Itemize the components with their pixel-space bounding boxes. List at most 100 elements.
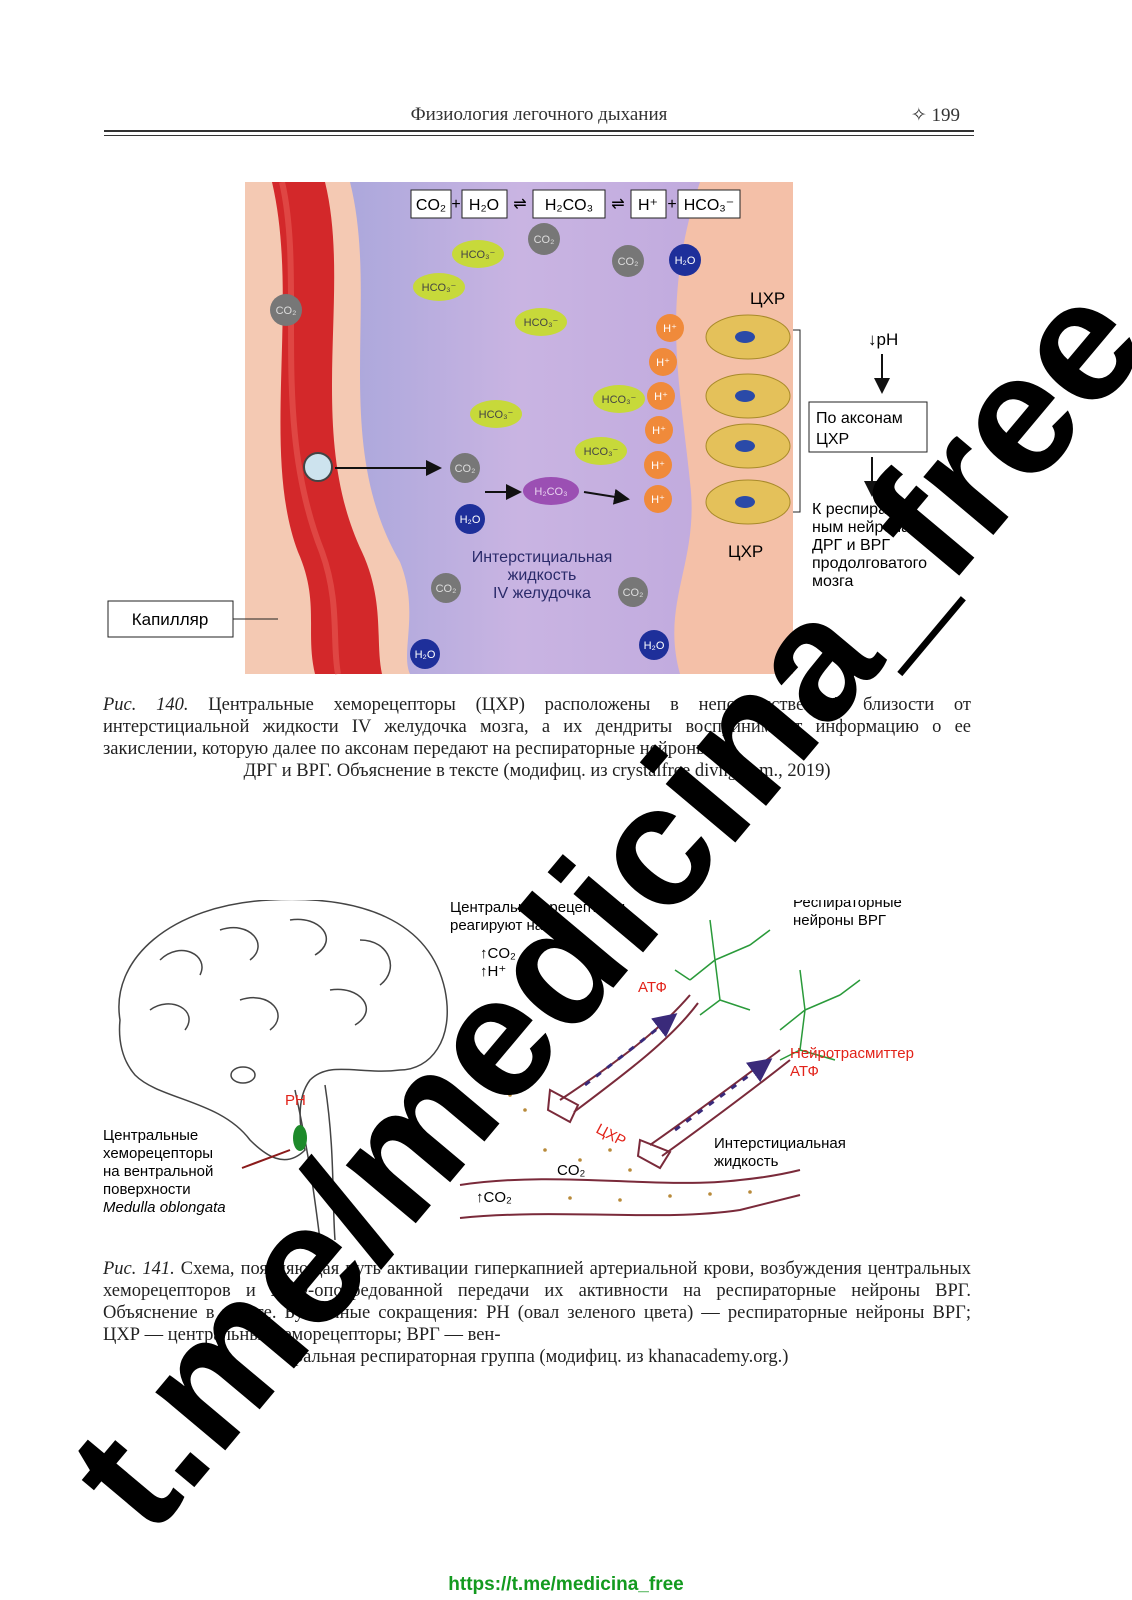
svg-text:HCO₃⁻: HCO₃⁻ [461,249,496,261]
resp-neurons-label: Респираторные нейроны ВРГ [793,900,902,929]
svg-text:на вентральной: на вентральной [103,1163,213,1180]
figure-141: PH Центральные хеморецепторы на вентраль… [103,900,914,1240]
svg-text:H₂O: H₂O [460,514,481,526]
h-ion: H⁺ [649,348,677,376]
chr-label: ЦХР [593,1121,628,1151]
svg-text:⇌: ⇌ [513,196,526,213]
axon-box [808,401,928,453]
svg-text:Центральные: Центральные [103,1127,198,1144]
svg-text:H₂O: H₂O [675,255,696,267]
svg-text:H⁺: H⁺ [656,357,670,369]
h-ion: H⁺ [644,451,672,479]
hco3-ion: HCO₃⁻ [452,240,504,268]
hco3-ion: HCO₃⁻ [575,437,627,465]
svg-text:CO₂: CO₂ [436,583,457,595]
svg-text:HCO₃⁻: HCO₃⁻ [602,394,637,406]
co2-dots [493,1078,752,1202]
svg-text:К респиратор-: К респиратор- [812,501,917,518]
resp-neurons [674,919,861,1061]
hco3-ion: HCO₃⁻ [413,273,465,301]
header-title: Физиология легочного дыхания [410,104,668,125]
svg-text:⇌: ⇌ [611,196,624,213]
rn-label: PH [285,1092,306,1109]
svg-text:CO₂: CO₂ [618,256,639,268]
svg-text:H₂CO₃: H₂CO₃ [534,486,567,498]
header-rule [104,130,974,132]
co2-label: CO₂ [557,1162,586,1179]
svg-text:HCO₃⁻: HCO₃⁻ [584,446,619,458]
h2o-molecule: H₂O [669,244,701,276]
rn-oval [293,1125,307,1151]
svg-text:CO₂: CO₂ [623,587,644,599]
svg-text:HCO₃⁻: HCO₃⁻ [684,197,735,214]
svg-text:CO₂: CO₂ [276,305,297,317]
svg-text:IV желудочка: IV желудочка [493,585,591,602]
caption-140: Рис. 140. Центральные хеморецепторы (ЦХР… [103,695,971,781]
svg-text:Респираторные: Респираторные [793,900,902,911]
svg-text:+: + [451,196,460,213]
h2co3-molecule: H₂CO₃ [523,477,579,505]
hco3-ion: HCO₃⁻ [515,308,567,336]
svg-text:+: + [667,196,676,213]
svg-text:H₂O: H₂O [644,640,665,652]
svg-text:HCO₃⁻: HCO₃⁻ [524,317,559,329]
hco3-ion: HCO₃⁻ [593,385,645,413]
svg-text:Центральные рецепторы: Центральные рецепторы [450,900,625,916]
co2-molecule: CO₂ [450,453,480,483]
chr-label-top: ЦХР [750,289,785,308]
h-ion: H⁺ [647,382,675,410]
svg-text:хеморецепторы: хеморецепторы [103,1145,213,1162]
svg-text:H₂O: H₂O [469,197,499,214]
svg-text:H⁺: H⁺ [654,391,668,403]
svg-text:ЦХР: ЦХР [816,431,849,448]
svg-text:HCO₃⁻: HCO₃⁻ [479,409,514,421]
svg-text:CO₂: CO₂ [534,234,555,246]
svg-text:жидкость: жидкость [714,1153,779,1170]
h-ion: H⁺ [656,314,684,342]
svg-text:↑H⁺: ↑H⁺ [480,963,506,980]
svg-text:H⁺: H⁺ [663,323,677,335]
co2-molecule: CO₂ [618,577,648,607]
interstitial-label-2: Интерстициальная жидкость [714,1135,846,1170]
svg-text:H⁺: H⁺ [638,197,658,214]
co2-bubble [303,452,333,482]
svg-text:CO₂: CO₂ [455,463,476,475]
co2-up-label: ↑CO₂ [476,1189,512,1206]
h-ion: H⁺ [645,416,673,444]
svg-text:По аксонам: По аксонам [816,410,903,427]
svg-text:мозга: мозга [812,573,854,590]
svg-text:Нейротрасмиттер: Нейротрасмиттер [790,1045,914,1062]
chr-cell [546,1088,580,1124]
co2-molecule: CO₂ [528,223,560,255]
h2o-molecule: H₂O [410,639,440,669]
footer-link[interactable]: https://t.me/medicina_free [448,1574,684,1595]
svg-text:поверхности: поверхности [103,1181,191,1198]
svg-text:H₂CO₃: H₂CO₃ [545,197,593,214]
h2o-molecule: H₂O [639,630,669,660]
hco3-ion: HCO₃⁻ [470,400,522,428]
receptors-react-label: Центральные рецепторы реагируют на: ↑CO₂… [450,900,625,980]
interstitial-label: Интерстициальная жидкость IV желудочка [472,549,613,602]
co2-molecule: CO₂ [431,573,461,603]
h2o-molecule: H₂O [455,504,485,534]
page-number: ✧ 199 [910,105,960,126]
svg-text:Интерстициальная: Интерстициальная [714,1135,846,1152]
svg-text:H₂O: H₂O [415,649,436,661]
ph-label: ↓pH [868,330,898,349]
co2-molecule: CO₂ [612,245,644,277]
reaction-equation: CO₂ + H₂O ⇌ H₂CO₃ ⇌ H⁺ + HCO₃⁻ [410,189,741,219]
svg-text:H⁺: H⁺ [651,494,665,506]
h-ion: H⁺ [644,485,672,513]
caption-141: Рис. 141. Схема, поясняющая путь активац… [103,1259,972,1367]
svg-text:ДРГ и ВРГ: ДРГ и ВРГ [812,537,890,554]
svg-text:CO₂: CO₂ [416,197,446,214]
svg-text:Интерстициальная: Интерстициальная [472,549,613,566]
svg-text:реагируют на:: реагируют на: [450,917,547,934]
chr-cell [636,1138,672,1170]
co2-molecule: CO₂ [270,294,302,326]
svg-text:продолговатого: продолговатого [812,555,927,572]
to-neurons-label: К респиратор- ным нейронам ДРГ и ВРГ про… [812,501,927,590]
svg-text:HCO₃⁻: HCO₃⁻ [422,282,457,294]
blood-vessel [459,1169,801,1186]
svg-text:Medulla oblongata: Medulla oblongata [103,1199,226,1216]
